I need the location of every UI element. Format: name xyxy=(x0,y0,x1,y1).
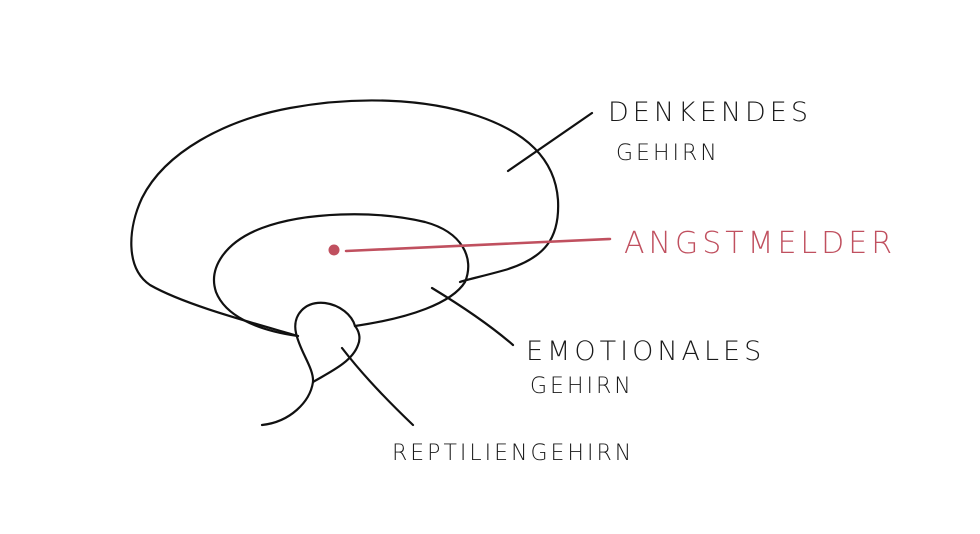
fear-detector-leader xyxy=(344,237,612,253)
thinking-brain-leader xyxy=(506,111,594,173)
emotional-brain-label-line1: EMOTIONALES xyxy=(526,336,765,367)
thinking-brain-label-line1: DENKENDES xyxy=(608,97,812,128)
reptile-brain-outline xyxy=(260,301,357,427)
reptile-brain-inner-edge xyxy=(311,324,361,384)
thinking-brain-label-line2: GEHIRN xyxy=(616,141,720,166)
emotional-brain-leader xyxy=(430,286,515,347)
reptile-brain-leader xyxy=(340,346,415,427)
thinking-brain-outline xyxy=(130,99,560,338)
fear-detector-label: ANGSTMELDER xyxy=(624,226,896,261)
emotional-brain-outline xyxy=(213,213,470,338)
fear-detector-dot xyxy=(328,244,340,256)
emotional-brain-label-line2: GEHIRN xyxy=(530,374,634,399)
reptile-brain-label: REPTILIENGEHIRN xyxy=(392,441,634,466)
